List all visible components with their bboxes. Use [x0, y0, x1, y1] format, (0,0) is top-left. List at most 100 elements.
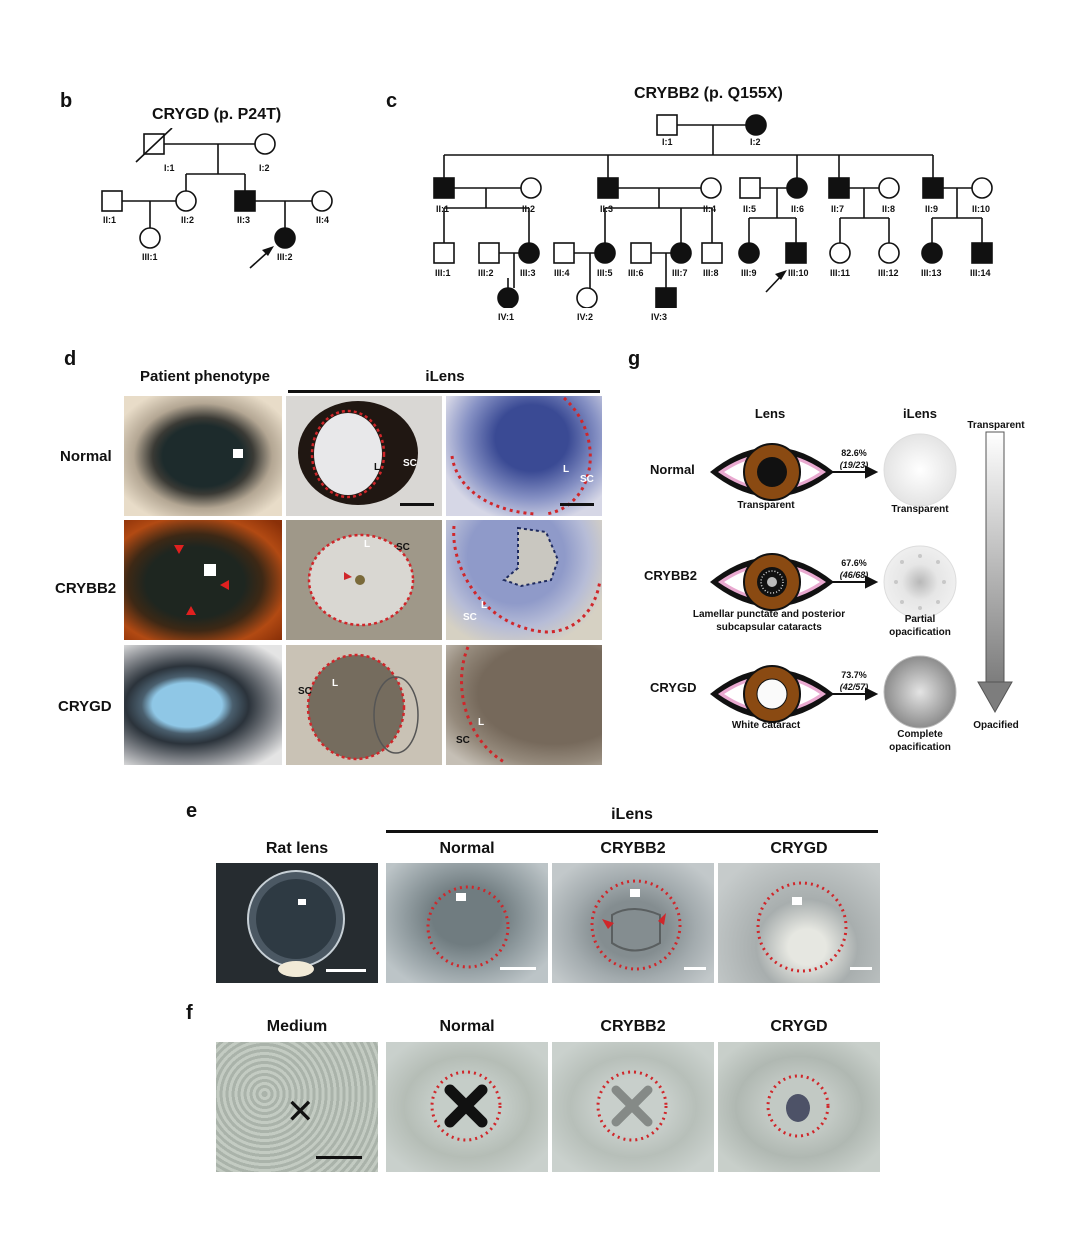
id-label: II:7 [831, 204, 845, 214]
id-label: III:2 [478, 268, 494, 278]
col-ilens-g: iLens [903, 406, 937, 421]
panel-b-title: CRYGD (p. P24T) [152, 106, 282, 123]
col-normal-e: Normal [439, 840, 495, 857]
id-label: III:5 [597, 268, 613, 278]
id-label: III:11 [830, 268, 851, 278]
label-sc: SC [298, 686, 312, 697]
row-label-crygd: CRYGD [58, 698, 112, 715]
col-crybb2-e: CRYBB2 [600, 840, 666, 857]
label-l: L [481, 600, 488, 611]
id-label: II:6 [791, 204, 805, 214]
pedigree-i2-female [254, 133, 276, 155]
label-l: L [332, 678, 339, 689]
label-l: L [374, 462, 381, 473]
g-lens-caption: Transparent [737, 500, 795, 511]
col-rat-lens: Rat lens [265, 840, 329, 857]
id-label: I:2 [259, 163, 270, 173]
photo-normal-f [386, 1042, 548, 1172]
id-label: III:10 [788, 268, 809, 278]
g-pct: 67.6%(46/68) [839, 558, 869, 580]
id-label: III:1 [435, 268, 451, 278]
panel-f-letter: f [186, 1002, 193, 1024]
photo-ilens-crygd-e [718, 863, 880, 983]
id-label: II:4 [703, 204, 717, 214]
photo-crybb2-f [552, 1042, 714, 1172]
id-label: I:1 [662, 137, 673, 147]
patient-eye-normal [124, 396, 282, 516]
ilens-normal-zoom: L SC [446, 396, 602, 516]
scale-top-label: Transparent [967, 420, 1025, 431]
g-ilens-caption: Partial opacification [889, 614, 951, 638]
id-label: I:1 [164, 163, 175, 173]
id-label: IV:3 [651, 312, 668, 322]
col-crygd-e: CRYGD [770, 840, 828, 857]
g-row-normal: Normal [650, 462, 695, 477]
pedigree-iii2-female-affected-proband [274, 227, 296, 249]
scale-bar [316, 1156, 362, 1159]
g-lens-caption: White cataract [731, 720, 801, 731]
panel-d-letter: d [64, 348, 77, 370]
photo-medium: ✕ [216, 1042, 378, 1172]
id-label: III:3 [520, 268, 536, 278]
g-lens-caption: Lamellar punctate and posterior subcapsu… [692, 609, 846, 633]
label-l: L [478, 717, 485, 728]
id-label: II:9 [925, 204, 939, 214]
scale-bottom-label: Opacified [973, 720, 1019, 731]
col-crygd-f: CRYGD [770, 1018, 828, 1035]
id-label: III:14 [970, 268, 991, 278]
panel-c-letter: c [386, 90, 398, 112]
panel-b-letter: b [60, 90, 73, 112]
g-ilens-caption: Transparent [891, 504, 949, 515]
label-l: L [563, 464, 570, 475]
ilens-underline-e [386, 830, 878, 833]
row-label-normal: Normal [60, 448, 112, 465]
pedigree-ii4-female [311, 190, 333, 212]
pedigree-ii3-male-affected [234, 190, 256, 212]
photo-crygd-f [718, 1042, 880, 1172]
pedigree-iii1-female [139, 227, 161, 249]
label-sc: SC [456, 735, 470, 746]
id-label: II:3 [237, 215, 251, 225]
panel-c-title: CRYBB2 (p. Q155X) [634, 85, 783, 102]
ilens-underline [288, 390, 600, 393]
g-row-crygd: CRYGD [650, 680, 697, 695]
patient-eye-crygd [124, 645, 282, 765]
col-normal-f: Normal [439, 1018, 495, 1035]
scale-bar [500, 967, 536, 970]
ilens-crygd-zoom: L SC [446, 645, 602, 765]
id-label: III:6 [628, 268, 644, 278]
panel-e-ilens: iLens [611, 806, 653, 823]
photo-ilens-normal-e [386, 863, 548, 983]
pedigree-ii2-female [175, 190, 197, 212]
phenotype-schematic [710, 431, 1013, 729]
g-pct: 82.6%(19/23) [839, 448, 869, 470]
photo-ilens-crybb2-e [552, 863, 714, 983]
id-label: II:10 [972, 204, 991, 214]
col-ilens-d: iLens [425, 368, 465, 385]
id-label: II:4 [316, 215, 330, 225]
label-sc: SC [580, 474, 594, 485]
scale-bar [850, 967, 872, 970]
scale-bar [684, 967, 706, 970]
ilens-crygd-whole: L SC [286, 645, 442, 765]
label-sc: SC [396, 542, 410, 553]
ilens-crybb2-zoom: L SC [446, 520, 602, 640]
id-label: II:2 [522, 204, 536, 214]
col-patient-phenotype: Patient phenotype [139, 368, 270, 385]
id-label: III:13 [921, 268, 942, 278]
label-sc: SC [463, 612, 477, 623]
g-row-crybb2: CRYBB2 [644, 568, 697, 583]
id-label: II:1 [436, 204, 450, 214]
id-label: IV:2 [577, 312, 594, 322]
col-crybb2-f: CRYBB2 [600, 1018, 666, 1035]
panel-g-letter: g [628, 348, 641, 370]
ilens-normal-whole: SC L [286, 396, 442, 516]
patient-eye-crybb2 [124, 520, 282, 640]
scale-bar [560, 503, 594, 506]
pedigree-crygd [101, 128, 333, 269]
id-label: II:3 [600, 204, 614, 214]
g-pct: 73.7%(42/57) [839, 670, 869, 692]
panel-e-letter: e [186, 800, 198, 822]
col-lens: Lens [754, 406, 786, 421]
g-ilens-caption: Complete opacification [889, 729, 951, 753]
